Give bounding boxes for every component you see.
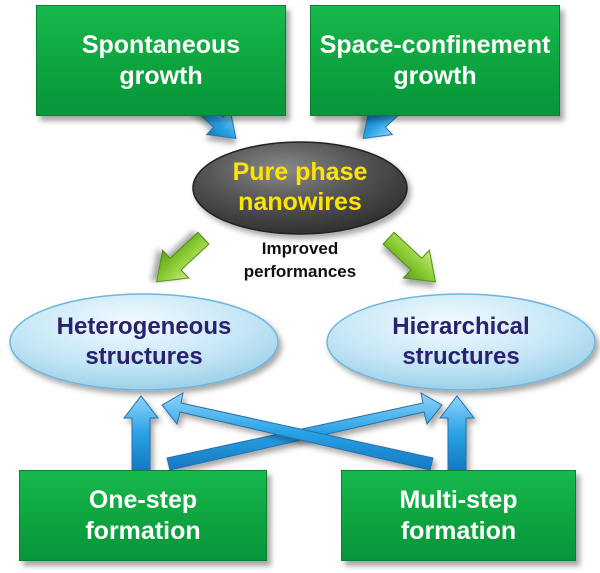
hierarchical-structures-line-2: structures <box>402 343 520 370</box>
improved-performances-line-1: Improved <box>261 239 339 258</box>
arrow-one-step-to-heterogeneous <box>122 395 160 471</box>
heterogeneous-structures-ellipse <box>9 293 279 391</box>
multi-step-formation-box: Multi-step formation <box>341 470 576 561</box>
arrow-nanowires-to-heterogeneous <box>155 231 210 283</box>
space-confinement-growth-line-2: growth <box>393 61 477 90</box>
pure-phase-nanowires-label: Pure phase nanowires <box>195 157 405 217</box>
heterogeneous-structures-line-2: structures <box>85 343 203 370</box>
arrow-multi-step-to-hierarchical <box>438 395 476 471</box>
multi-step-formation-line-1: Multi-step <box>399 485 518 514</box>
one-step-formation-box: One-step formation <box>19 470 267 561</box>
pure-phase-nanowires-line-2: nanowires <box>238 188 362 216</box>
one-step-formation-line-2: formation <box>85 516 201 545</box>
spontaneous-growth-line-2: growth <box>119 61 203 90</box>
space-confinement-growth-box: Space-confinement growth <box>310 5 560 116</box>
pure-phase-nanowires-line-1: Pure phase <box>232 158 368 186</box>
pure-phase-nanowires-ellipse <box>192 141 408 235</box>
arrow-nanowires-to-hierarchical <box>382 231 437 283</box>
one-step-formation-line-1: One-step <box>88 485 198 514</box>
heterogeneous-structures-label: Heterogeneous structures <box>11 312 277 372</box>
improved-performances-label: Improved performances <box>215 237 385 283</box>
arrow-multi-step-to-heterogeneous <box>161 392 434 471</box>
spontaneous-growth-box: Spontaneous growth <box>36 5 286 116</box>
multi-step-formation-line-2: formation <box>400 516 517 545</box>
hierarchical-structures-label: Hierarchical structures <box>328 312 594 372</box>
hierarchical-structures-line-1: Hierarchical <box>392 313 530 340</box>
space-confinement-growth-line-1: Space-confinement <box>319 30 551 59</box>
improved-performances-line-2: performances <box>243 262 357 281</box>
spontaneous-growth-line-1: Spontaneous <box>81 30 241 59</box>
hierarchical-structures-ellipse <box>326 293 596 391</box>
heterogeneous-structures-line-1: Heterogeneous <box>56 313 232 340</box>
